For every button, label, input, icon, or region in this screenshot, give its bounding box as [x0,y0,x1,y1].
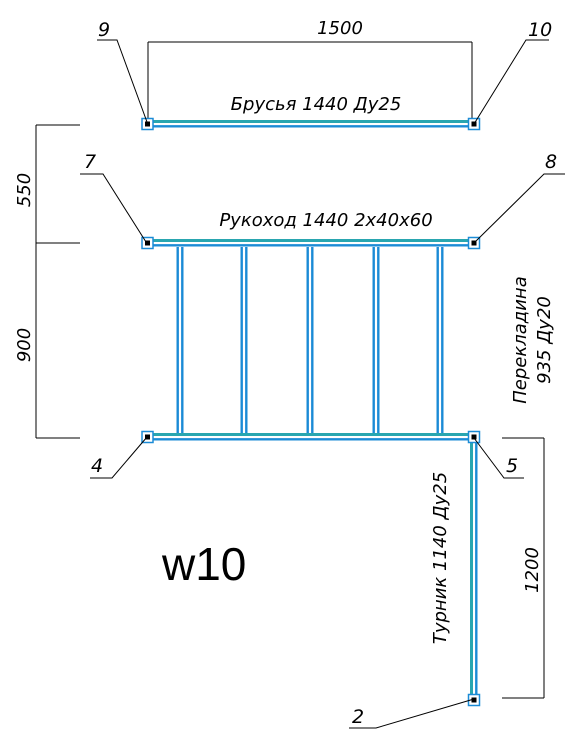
node-4: 4 [90,436,148,479]
member-bottom-rail [148,433,474,441]
node-8: 8 [473,151,565,244]
node-5: 5 [473,437,524,479]
node-cap-9 [141,117,154,131]
dimension-middle-height-label: 900 [14,328,35,362]
node-label-2: 2 [352,706,364,728]
node-10: 10 [473,19,552,125]
node-cap-5 [467,430,481,444]
dimension-right-height: 1200 [502,437,545,699]
dimension-upper-height-label: 550 [14,173,35,207]
drawing-mark: w10 [161,538,246,590]
node-cap-2 [467,693,481,707]
dimension-top-width: 1500 [147,18,473,118]
member-bars: Брусья 1440 Ду25 [148,94,474,128]
node-cap-4 [141,430,154,444]
member-pullup-bar: Турник 1140 Ду25 [430,437,478,700]
node-label-4: 4 [91,455,103,477]
node-label-5: 5 [506,455,518,477]
node-7: 7 [80,151,147,243]
member-pullup-bar-label: Турник 1140 Ду25 [430,472,451,644]
node-label-7: 7 [84,151,96,173]
node-label-9: 9 [98,19,110,41]
member-crossbar-label-line1: Перекладина [510,276,531,403]
member-crossbar: Перекладина 935 Ду20 [510,276,555,403]
dimension-left: 550 900 [14,124,80,439]
node-cap-7 [141,236,154,250]
member-monkey-bars: Рукоход 1440 2x40x60 [148,210,474,247]
rungs [176,247,444,435]
node-label-8: 8 [545,151,557,173]
member-bars-label: Брусья 1440 Ду25 [231,94,402,115]
member-crossbar-label-line2: 935 Ду20 [534,296,555,384]
dimension-right-height-label: 1200 [522,547,543,593]
member-monkey-bars-label: Рукоход 1440 2x40x60 [219,210,432,231]
node-9: 9 [97,19,148,123]
dimension-top-width-label: 1500 [317,18,363,39]
node-label-10: 10 [528,19,552,41]
node-2: 2 [349,698,475,729]
